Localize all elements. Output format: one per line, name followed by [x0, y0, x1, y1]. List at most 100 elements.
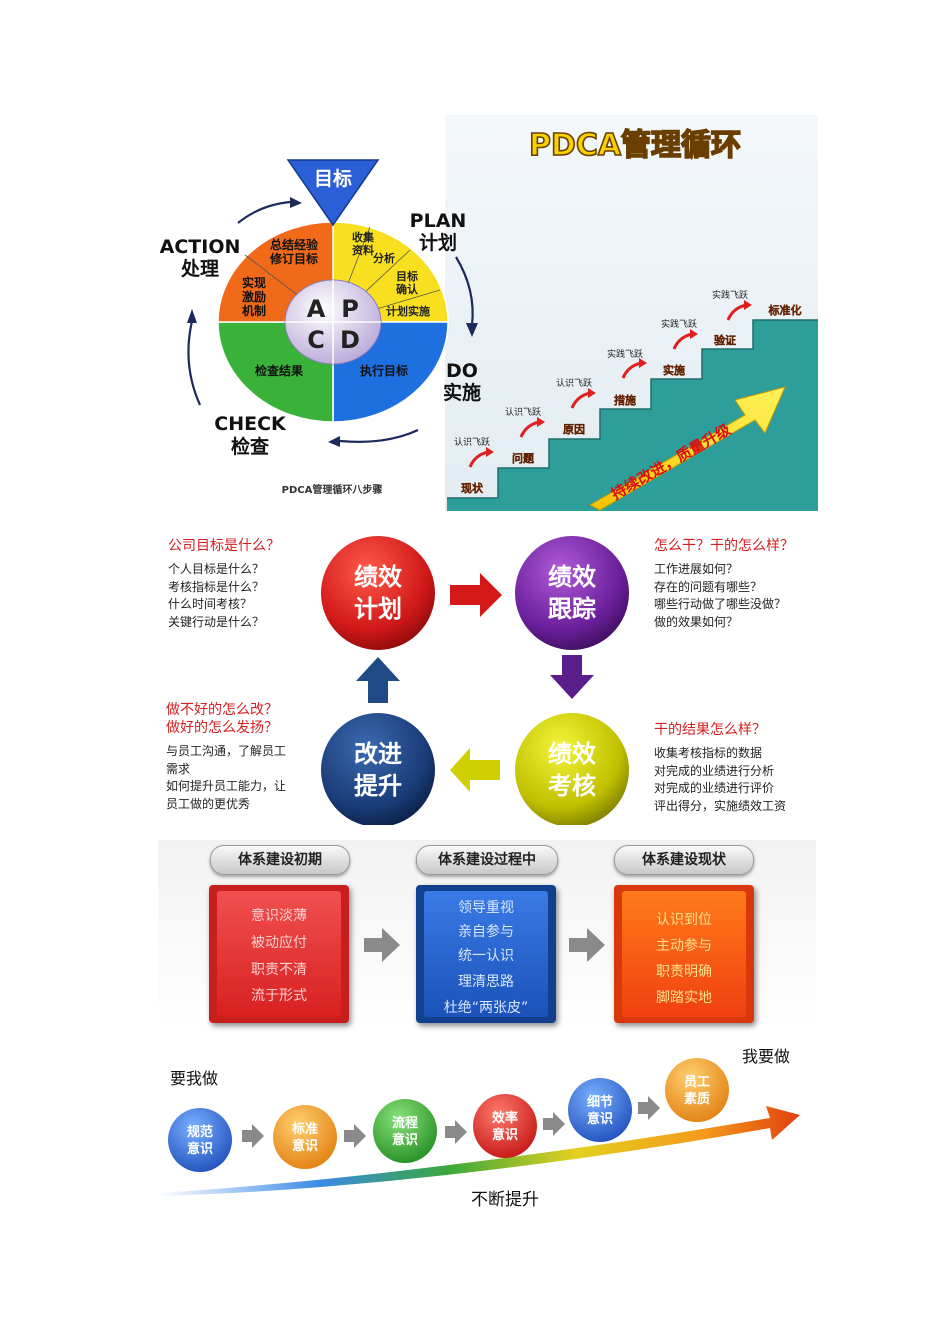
bottom-left-line: 员工做的更优秀	[166, 796, 251, 811]
node-label: 规范	[187, 1124, 213, 1140]
stage-3-item: 职责明确	[656, 964, 712, 980]
track-label-2: 跟踪	[548, 595, 596, 623]
top-left-line: 个人目标是什么？	[168, 562, 265, 576]
plan-cn-label: 计划	[419, 231, 457, 254]
seg-motivate-3: 机制	[242, 303, 266, 318]
pdca-title: PDCA管理循环	[529, 128, 741, 163]
arrow-heads	[187, 197, 478, 447]
node-label: 效率	[492, 1110, 518, 1126]
bottom-right-line: 评出得分，实施绩效工资	[654, 798, 787, 813]
pdca-wheel: A P C D 收集 资料 分析 目标 确认 计划实施 执行目标 检查结果 实现…	[217, 221, 449, 423]
stage-2-box: 领导重视 亲自参与 统一认识 理清思路 杜绝“两张皮”	[416, 885, 556, 1023]
pdca-graphic: PDCA管理循环 A P C D 收集 资料 分析 目标 确认 计划实施 执行目…	[160, 115, 818, 511]
plan-label-2: 计划	[354, 595, 402, 623]
stage-2-title: 体系建设过程中	[416, 845, 558, 875]
stage-1-item: 流于形式	[251, 988, 307, 1004]
node-label: 员工	[684, 1075, 710, 1090]
stairs-shape	[447, 320, 818, 511]
node-label: 标准	[291, 1121, 318, 1137]
bottom-right-line: 对完成的业绩进行评价	[654, 781, 775, 795]
goal-label: 目标	[314, 168, 352, 190]
pdca-section: PDCA管理循环 A P C D 收集 资料 分析 目标 确认 计划实施 执行目…	[160, 115, 818, 511]
letter-p: P	[341, 295, 359, 323]
bottom-left-line: 如何提升员工能力，让	[166, 779, 287, 793]
bottom-right-line: 对完成的业绩进行分析	[654, 763, 775, 778]
letter-a: A	[307, 295, 326, 323]
stage-arrow-1	[364, 928, 400, 962]
plan-circle	[321, 536, 435, 650]
top-left-line: 关键行动是什么？	[168, 614, 265, 629]
bottom-left-notes: 做不好的怎么改？ 做好的怎么发扬？ 与员工沟通，了解员工 需求 如何提升员工能力…	[166, 701, 286, 813]
seg-analyze: 分析	[373, 251, 395, 265]
seg-check-result: 检查结果	[255, 363, 303, 378]
bottom-label: 不断提升	[471, 1190, 539, 1210]
start-label: 要我做	[170, 1069, 218, 1088]
stage-1-box: 意识淡薄 被动应付 职责不清 流于形式	[209, 885, 349, 1023]
arrow-track-to-assess	[550, 655, 594, 699]
leap-label-5: 实践飞跃	[661, 318, 697, 330]
seg-collect-2: 资料	[352, 243, 374, 257]
progress-nodes	[168, 1058, 729, 1172]
top-right-line: 存在的问题有哪些？	[654, 579, 763, 594]
seg-motivate-1: 实现	[242, 275, 266, 290]
bottom-right-notes: 干的结果怎么样？ 收集考核指标的数据 对完成的业绩进行分析 对完成的业绩进行评价…	[654, 721, 786, 815]
stage-1-item: 意识淡薄	[251, 908, 307, 924]
action-label: ACTION	[160, 236, 240, 258]
bottom-left-line: 与员工沟通，了解员工	[166, 744, 287, 758]
leap-label-3: 认识飞跃	[556, 377, 592, 389]
top-right-line: 工作进展如何？	[654, 562, 739, 576]
stage-3-item: 主动参与	[656, 938, 712, 954]
do-cn-label: 实施	[443, 381, 481, 404]
stage-2-item: 亲自参与	[458, 924, 514, 940]
arrow-assess-to-improve	[450, 748, 500, 792]
stage-2-item: 领导重视	[458, 900, 514, 916]
leap-label-4: 实践飞跃	[607, 348, 643, 360]
leap-label-1: 认识飞跃	[454, 436, 490, 448]
seg-summarize-1: 总结经验	[270, 237, 319, 252]
seg-collect-1: 收集	[352, 230, 375, 244]
node-label: 意识	[187, 1141, 213, 1157]
do-label: DO	[446, 360, 478, 382]
stage-2-item: 理清思路	[458, 974, 514, 990]
letter-d: D	[340, 326, 360, 354]
improve-label-1: 改进	[354, 740, 402, 768]
bottom-left-title-2: 做好的怎么发扬？	[166, 720, 278, 736]
improve-label-2: 提升	[354, 772, 402, 800]
node-norm-awareness	[273, 1105, 337, 1169]
step-label-7: 标准化	[768, 303, 802, 317]
top-left-notes: 公司目标是什么？ 个人目标是什么？ 考核指标是什么？ 什么时间考核？ 关键行动是…	[168, 537, 280, 631]
assess-label-1: 绩效	[548, 740, 596, 768]
action-cn-label: 处理	[180, 257, 219, 280]
assess-circle	[515, 713, 629, 825]
pdca-caption: PDCA管理循环八步骤	[282, 483, 383, 496]
staircase	[447, 319, 818, 511]
bottom-left-title-1: 做不好的怎么改？	[166, 702, 278, 718]
seg-implement-plan: 计划实施	[386, 304, 430, 318]
node-label: 流程	[392, 1115, 418, 1131]
step-label-5: 实施	[663, 363, 685, 377]
goal-triangle	[286, 159, 380, 227]
bottom-left-line: 需求	[166, 761, 191, 776]
top-left-line: 什么时间考核？	[168, 597, 253, 611]
improvement-graphic: 要我做 我要做 规范 意识 标准 意识 流程 意识 效率 意识 细节 意识 员工…	[160, 1047, 800, 1210]
assess-label-2: 考核	[548, 772, 596, 800]
node-process-awareness	[373, 1099, 437, 1163]
leap-label-6: 实践飞跃	[712, 289, 748, 301]
improvement-section: 要我做 我要做 规范 意识 标准 意识 流程 意识 效率 意识 细节 意识 员工…	[160, 1040, 820, 1220]
node-label: 素质	[684, 1091, 710, 1107]
node-label: 意识	[492, 1127, 518, 1143]
node-arrows	[242, 1096, 660, 1148]
stage-1-item: 被动应付	[251, 935, 307, 951]
step-label-4: 措施	[614, 393, 636, 407]
check-label: CHECK	[214, 413, 287, 435]
plan-label: PLAN	[410, 210, 467, 232]
performance-cycle-graphic: 绩效 计划 绩效 跟踪 绩效 考核 改进 提升	[321, 536, 629, 825]
node-efficiency-awareness	[473, 1094, 537, 1158]
stage-2-item: 杜绝“两张皮”	[443, 1000, 529, 1016]
stage-1-title: 体系建设初期	[210, 845, 350, 875]
stage-2-item: 统一认识	[458, 948, 514, 964]
cycle-arrows	[187, 200, 474, 443]
leap-label-2: 认识飞跃	[505, 406, 541, 418]
check-cn-label: 检查	[231, 435, 270, 458]
step-label-2: 问题	[512, 451, 535, 465]
